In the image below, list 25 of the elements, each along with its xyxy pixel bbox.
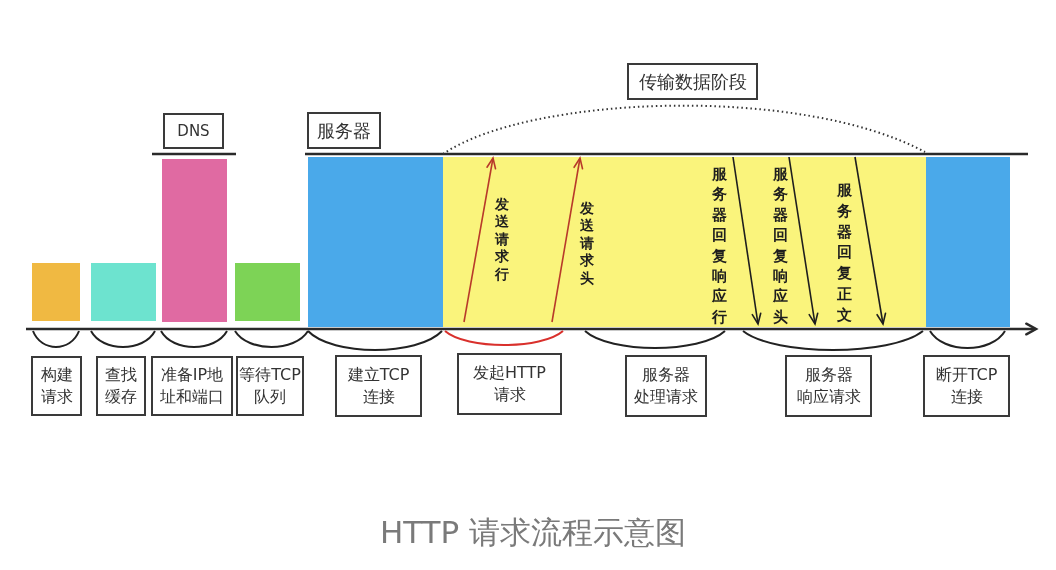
step-box: 准备IP地址和端口 bbox=[151, 356, 233, 416]
step-box: 发起HTTP请求 bbox=[457, 353, 562, 415]
timeline-bar bbox=[308, 157, 443, 327]
timeline-bar bbox=[91, 263, 156, 321]
caption: HTTP 请求流程示意图 bbox=[379, 514, 687, 550]
step-box: 建立TCP连接 bbox=[335, 355, 422, 417]
timeline-bar bbox=[926, 157, 1010, 327]
timeline-bar bbox=[32, 263, 80, 321]
timeline-bar bbox=[235, 263, 300, 321]
step-box: 断开TCP连接 bbox=[923, 355, 1010, 417]
arrow-label: 服务器回复响应头 bbox=[772, 164, 788, 328]
timeline-bar bbox=[162, 159, 227, 322]
arrow-label: 发送请求头 bbox=[579, 200, 594, 288]
step-box: 服务器响应请求 bbox=[785, 355, 872, 417]
step-box: 服务器处理请求 bbox=[625, 355, 707, 417]
timeline-bar bbox=[443, 157, 926, 327]
step-box: 查找缓存 bbox=[96, 356, 146, 416]
arrow-label: 服务器回复正文 bbox=[836, 180, 852, 326]
label-box: 服务器 bbox=[307, 112, 381, 149]
arrow-label: 发送请求行 bbox=[494, 196, 509, 284]
label-box: 传输数据阶段 bbox=[627, 63, 758, 100]
step-box: 构建请求 bbox=[31, 356, 82, 416]
step-box: 等待TCP队列 bbox=[236, 356, 304, 416]
label-box: DNS bbox=[163, 113, 224, 149]
arrow-label: 服务器回复响应行 bbox=[711, 164, 727, 328]
